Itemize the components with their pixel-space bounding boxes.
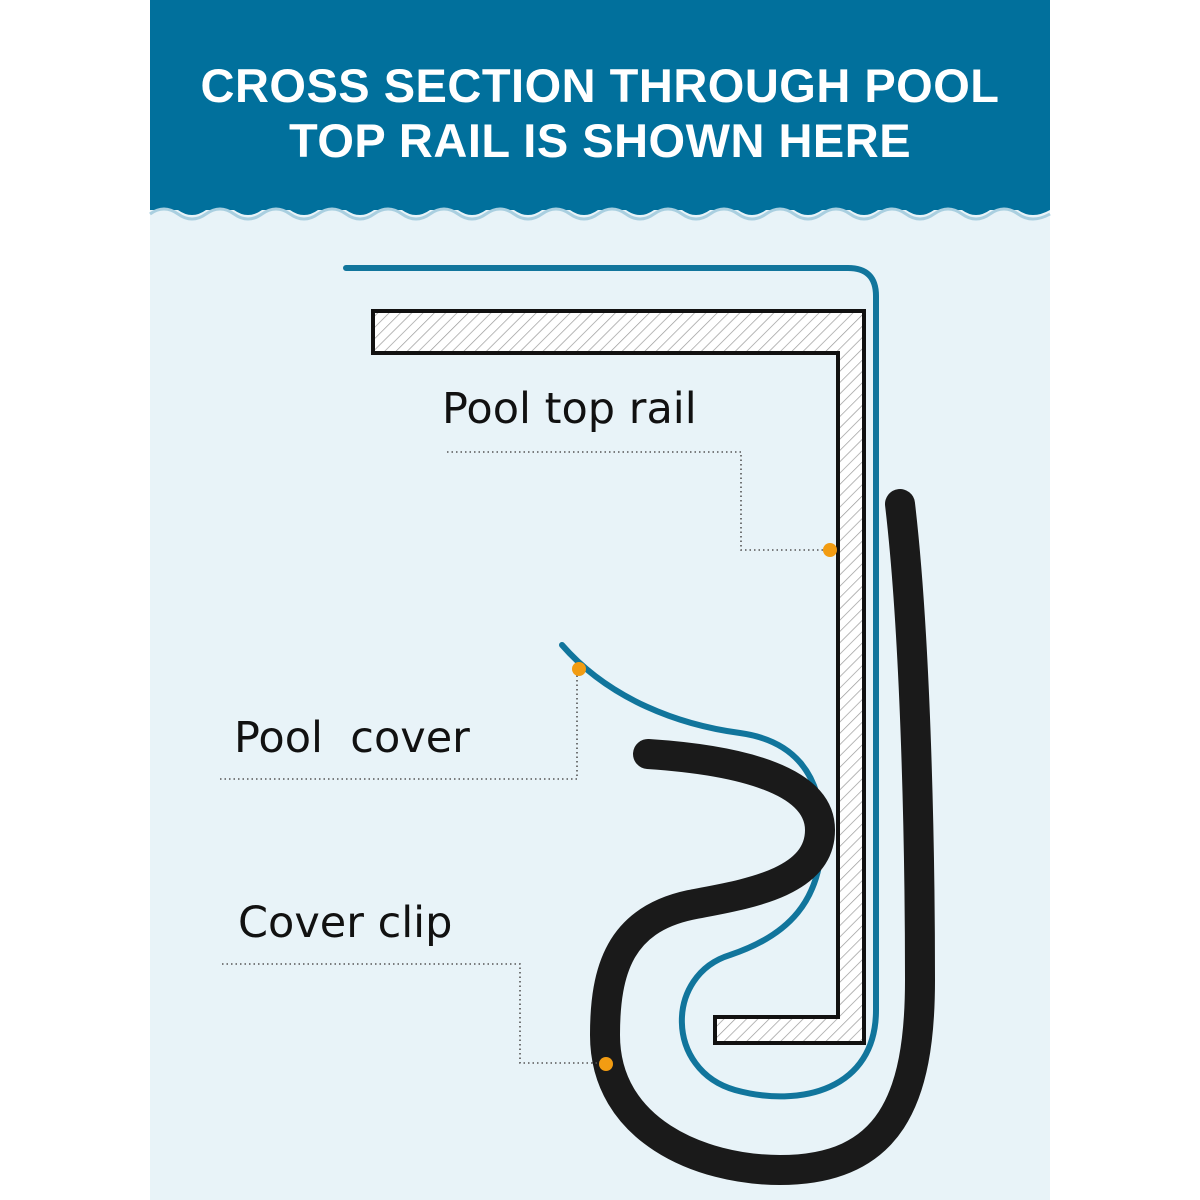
- clip-leader: [222, 963, 604, 1064]
- top-rail-leader: [447, 451, 829, 551]
- pool-cover-label: Pool cover: [234, 713, 470, 763]
- header-banner: CROSS SECTION THROUGH POOL TOP RAIL IS S…: [150, 0, 1050, 210]
- title-line-1: CROSS SECTION THROUGH POOL: [200, 59, 1000, 112]
- wave-divider: [150, 196, 1050, 215]
- pool-top-rail: [371, 309, 866, 1045]
- cover-clip-label: Cover clip: [238, 898, 453, 948]
- pool-cover-line: [343, 265, 879, 1100]
- title-line-2: TOP RAIL IS SHOWN HERE: [288, 114, 912, 167]
- clip-marker: [599, 1057, 613, 1071]
- cover-marker: [572, 662, 586, 676]
- cover-clip: [590, 489, 935, 1185]
- top-rail-marker: [823, 543, 837, 557]
- cover-leader: [220, 669, 578, 780]
- pool-top-rail-label: Pool top rail: [442, 384, 697, 434]
- wave-highlight: [149, 207, 1051, 221]
